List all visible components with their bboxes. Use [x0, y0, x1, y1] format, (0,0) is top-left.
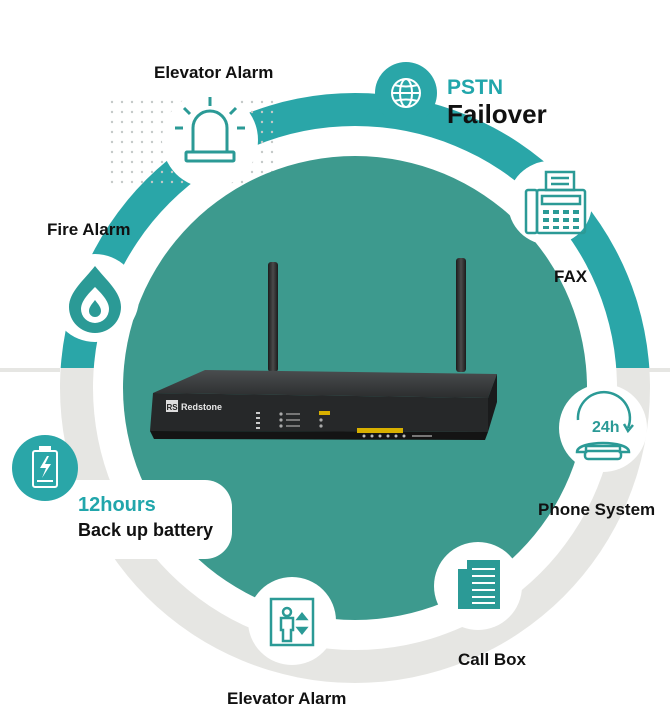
battery-hours-label: 12hours — [78, 494, 156, 516]
elevator-alarm-top-node — [162, 92, 258, 188]
pstn-node — [375, 62, 437, 124]
battery-text-label: Back up battery — [78, 520, 214, 540]
beacon-icon — [175, 97, 245, 163]
battery-node — [12, 435, 232, 559]
pstn-label: PSTN — [447, 76, 504, 99]
phone-system-label: Phone System — [538, 500, 656, 519]
elevator-alarm-bottom-node — [248, 577, 336, 665]
fax-node — [508, 161, 592, 245]
router-brand-mark: RS — [166, 403, 178, 412]
right-antenna — [456, 258, 466, 372]
document-icon — [458, 560, 500, 609]
failover-label: Failover — [447, 99, 547, 129]
phone-24h-icon: 24h — [575, 390, 634, 461]
phone-system-node: 24h — [559, 384, 647, 472]
fax-label: FAX — [554, 267, 588, 286]
fire-alarm-label: Fire Alarm — [47, 220, 131, 239]
call-box-node — [434, 542, 522, 630]
elevator-alarm-top-label: Elevator Alarm — [154, 63, 274, 82]
left-antenna — [268, 262, 278, 372]
flame-icon — [69, 266, 121, 333]
router-brand: Redstone — [181, 402, 222, 412]
fire-alarm-node — [51, 254, 139, 342]
fax-icon — [524, 170, 587, 235]
globe-icon — [391, 78, 421, 108]
battery-icon — [32, 446, 58, 488]
call-box-label: Call Box — [458, 650, 527, 669]
badge-24h: 24h — [592, 419, 620, 436]
elevator-icon — [269, 597, 315, 647]
elevator-alarm-bottom-label: Elevator Alarm — [227, 689, 347, 708]
router-device: RS Redstone — [150, 258, 497, 440]
